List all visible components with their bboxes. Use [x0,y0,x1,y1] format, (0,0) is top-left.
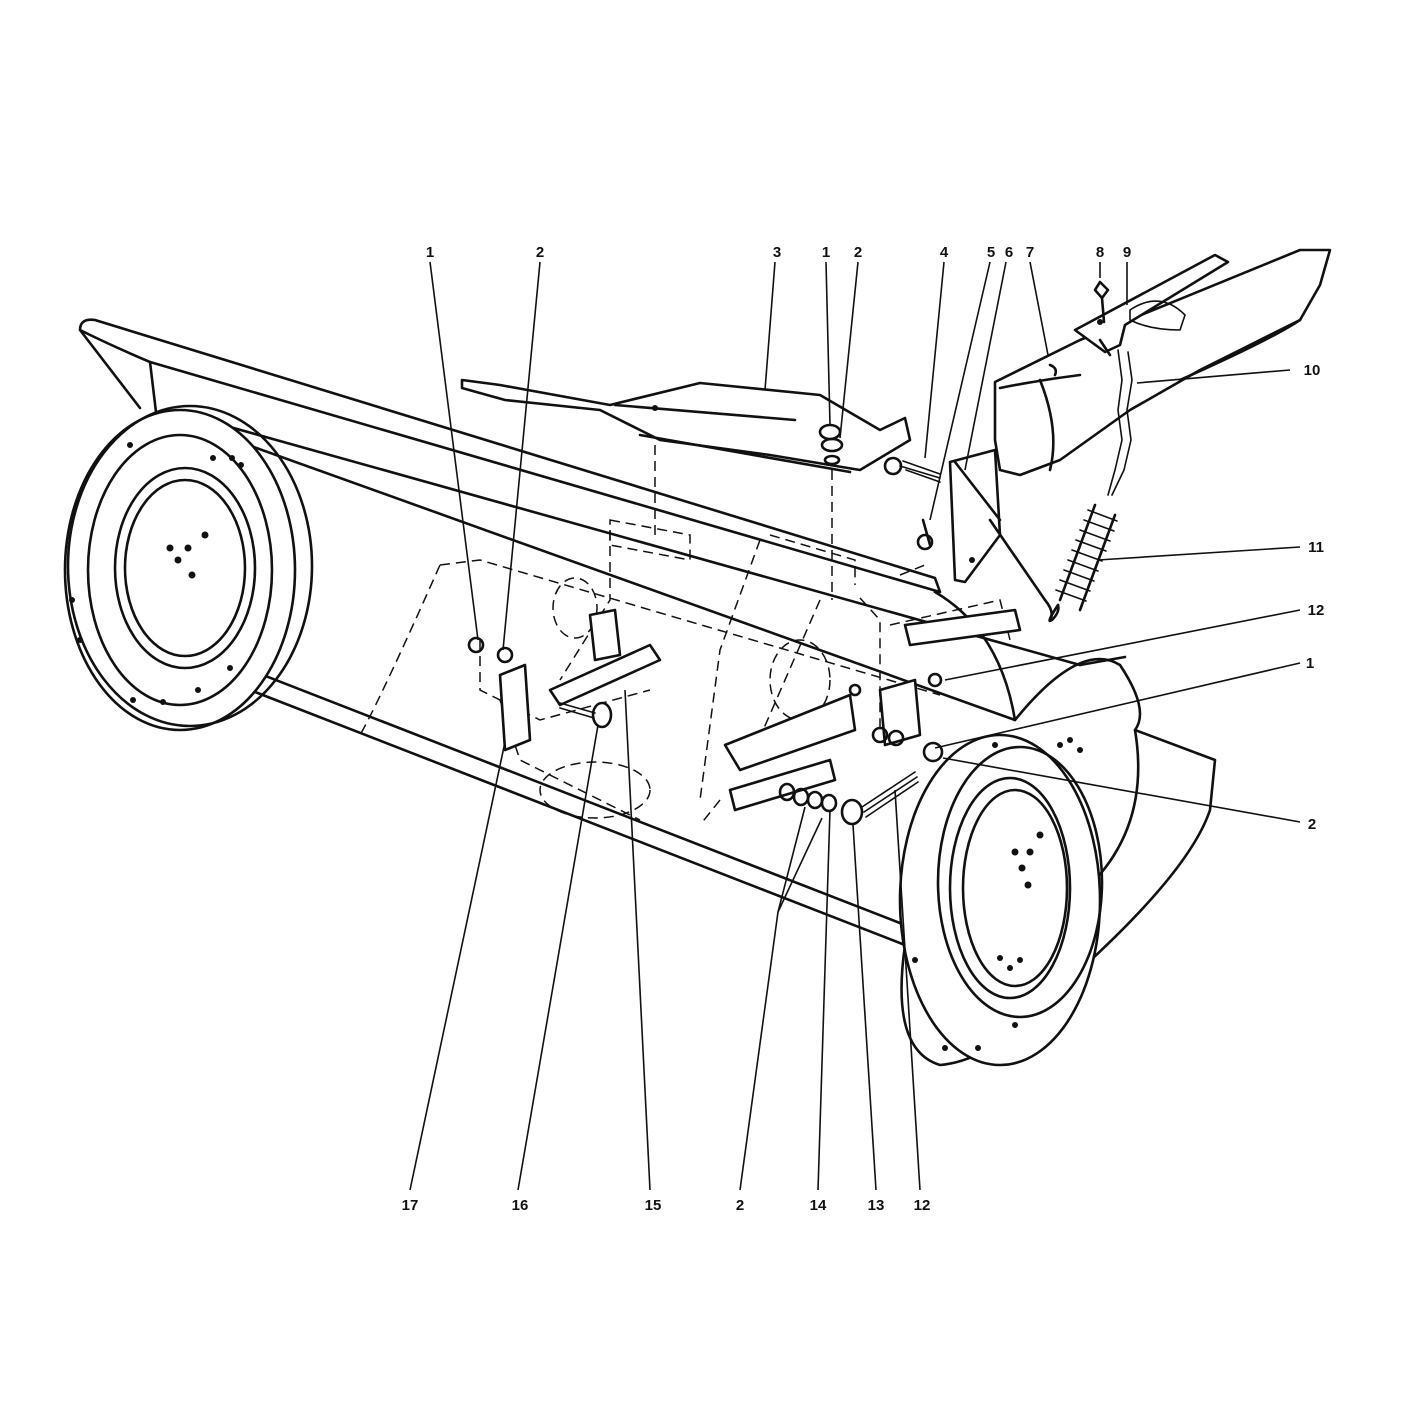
shield-plate [460,378,912,474]
callout-13: 13 [868,1197,885,1214]
tension-spring [1048,503,1118,623]
callout-10: 10 [1304,362,1321,379]
callout-5: 5 [987,244,995,261]
rear-frame [993,248,1332,477]
callout-11: 11 [1308,539,1324,556]
callout-1-right: 1 [1306,655,1314,672]
callout-1-top: 1 [822,244,830,261]
callout-1-top-left: 1 [426,244,434,261]
bracket-chain-spring [1048,253,1230,623]
callout-2-top-left: 2 [536,244,544,261]
carriage-bolt-4 [883,456,941,483]
callout-6: 6 [1005,244,1013,261]
callout-8: 8 [1096,244,1104,261]
fastener-5 [916,518,934,551]
callout-7: 7 [1026,244,1034,261]
washers-and-bolt [778,771,919,826]
callout-2-bottom: 2 [736,1197,744,1214]
carriage-bolt-16 [559,701,613,729]
callout-15: 15 [645,1197,662,1214]
callout-3: 3 [773,244,781,261]
leader-lines [409,261,1301,1191]
housing-body [78,318,1217,1067]
callout-12-right: 12 [1308,602,1325,619]
callout-9: 9 [1123,244,1131,261]
callout-2-top: 2 [854,244,862,261]
left-end-disc [63,404,314,732]
bolt-8 [1093,280,1110,324]
callout-numbers: 1 2 3 1 2 4 5 6 7 8 9 10 11 12 1 2 17 16… [402,244,1325,1214]
callout-4: 4 [940,244,949,261]
callout-17: 17 [402,1197,419,1214]
side-bracket [948,448,1053,622]
callout-2-right: 2 [1308,816,1316,833]
right-end-disc [898,733,1104,1067]
callout-12-bottom: 12 [914,1197,931,1214]
callout-14: 14 [810,1197,827,1214]
callout-16: 16 [512,1197,529,1214]
